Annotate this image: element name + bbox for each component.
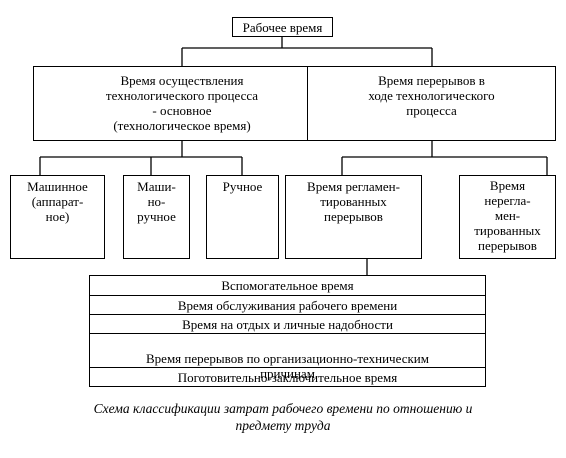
breaks-time-node: Время перерывов в ходе технологического … [307, 66, 556, 141]
process-time-label: Время осуществления технологического про… [105, 73, 259, 133]
regulated-item-label: Время на отдых и личные надобности [182, 317, 393, 332]
regulated-item-label: Вспомогательное время [221, 278, 354, 293]
process-time-node: Время осуществления технологического про… [33, 66, 331, 141]
regulated-breaks-node: Время регламен- тированных перерывов [285, 175, 422, 259]
unregulated-breaks-label: Время нерегла- мен- тированных перерывов [474, 178, 541, 253]
machine-manual-time-node: Маши- но- ручное [123, 175, 190, 259]
manual-time-label: Ручное [222, 179, 263, 194]
machine-time-node: Машинное (аппарат- ное) [10, 175, 105, 259]
regulated-breaks-label: Время регламен- тированных перерывов [307, 179, 400, 224]
root-label: Рабочее время [242, 20, 323, 35]
regulated-item: Поготовительно-заключительное время [90, 367, 485, 386]
manual-time-node: Ручное [206, 175, 279, 259]
machine-manual-time-label: Маши- но- ручное [137, 179, 176, 224]
regulated-item-label: Время перерывов по организационно-технич… [146, 351, 429, 381]
unregulated-breaks-node: Время нерегла- мен- тированных перерывов [459, 175, 556, 259]
regulated-item-label: Поготовительно-заключительное время [177, 370, 398, 385]
figure-caption: Схема классификации затрат рабочего врем… [93, 401, 473, 433]
regulated-item: Время на отдых и личные надобности [90, 314, 485, 333]
root-node: Рабочее время [232, 17, 333, 37]
regulated-item-label: Время обслуживания рабочего времени [177, 298, 398, 313]
regulated-item: Время перерывов по организационно-технич… [90, 333, 485, 381]
regulated-item: Время обслуживания рабочего времени [90, 295, 485, 314]
regulated-item: Вспомогательное время [90, 276, 485, 295]
regulated-items-table: Вспомогательное время Время обслуживания… [89, 275, 486, 387]
breaks-time-label: Время перерывов в ходе технологического … [368, 73, 495, 118]
machine-time-label: Машинное (аппарат- ное) [27, 179, 88, 224]
